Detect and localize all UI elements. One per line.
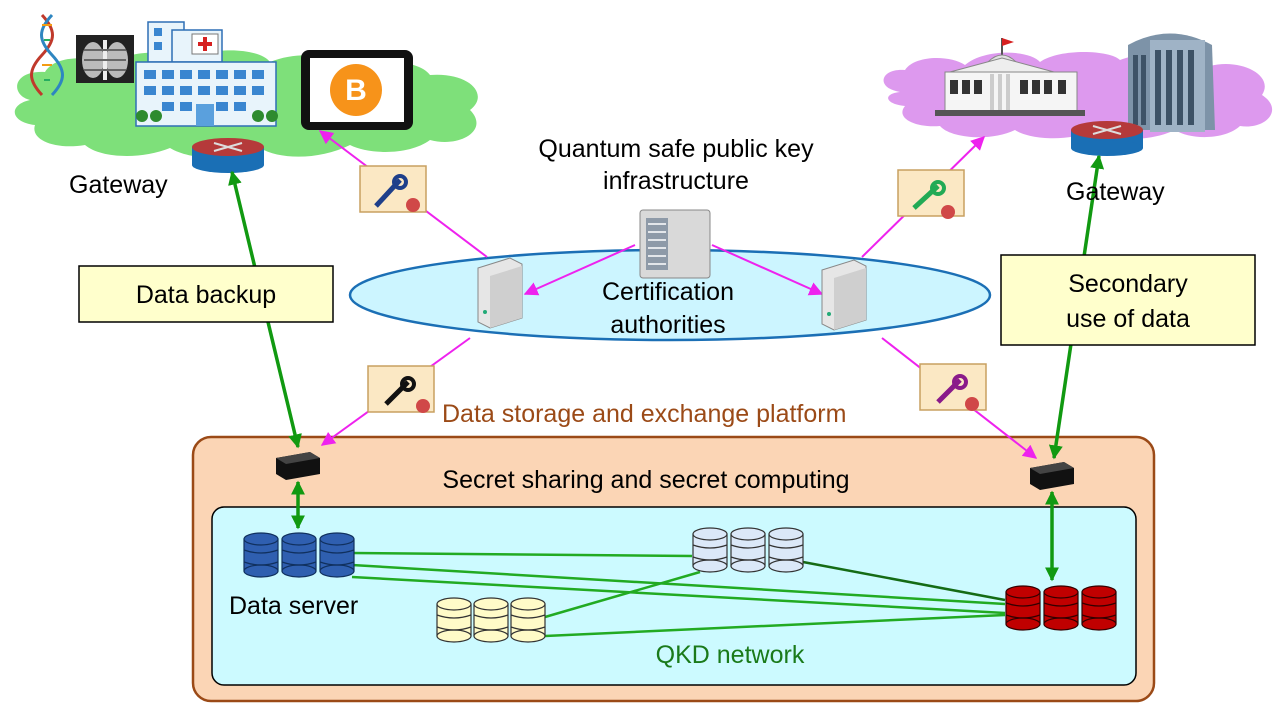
certificate-key-icon (897, 169, 965, 219)
database-icon (692, 527, 804, 573)
database-icon (243, 532, 355, 578)
qkd-network-label: QKD network (656, 641, 805, 669)
router-icon (192, 138, 264, 173)
data-server-label: Data server (229, 592, 358, 620)
gateway-left-label: Gateway (69, 171, 168, 199)
node-server-icon (1030, 462, 1074, 490)
government-building-icon (935, 38, 1085, 116)
certificate-key-icon (919, 363, 987, 411)
gateway-right-label: Gateway (1066, 178, 1165, 206)
platform-label: Data storage and exchange platform (442, 400, 846, 428)
svg-text:B: B (345, 74, 367, 107)
bitcoin-tablet-icon: B (301, 50, 413, 130)
server-icon (639, 209, 711, 279)
pki-title-line2: infrastructure (603, 167, 749, 195)
secondary-use-box (1000, 254, 1256, 346)
server-icon (821, 259, 867, 331)
secret-computing-label: Secret sharing and secret computing (442, 466, 849, 494)
node-server-icon (276, 452, 320, 480)
router-icon (1071, 121, 1143, 156)
secondary-use-line2: use of data (1066, 305, 1190, 333)
server-icon (477, 257, 523, 329)
database-icon (1005, 585, 1117, 631)
hospital-icon (135, 21, 278, 127)
xray-icon (76, 35, 134, 83)
secondary-use-line1: Secondary (1068, 270, 1188, 298)
qkd-links (351, 551, 1006, 638)
database-icon (436, 597, 546, 643)
pki-title-line1: Quantum safe public key (538, 135, 814, 163)
ca-label-line2: authorities (610, 311, 725, 339)
data-backup-box (78, 265, 334, 323)
ca-label-line1: Certification (602, 278, 734, 306)
office-building-icon (1128, 33, 1215, 132)
dna-icon (30, 13, 64, 97)
certificate-key-icon (367, 365, 435, 413)
certificate-key-icon (359, 165, 427, 213)
data-backup-label: Data backup (136, 281, 276, 309)
